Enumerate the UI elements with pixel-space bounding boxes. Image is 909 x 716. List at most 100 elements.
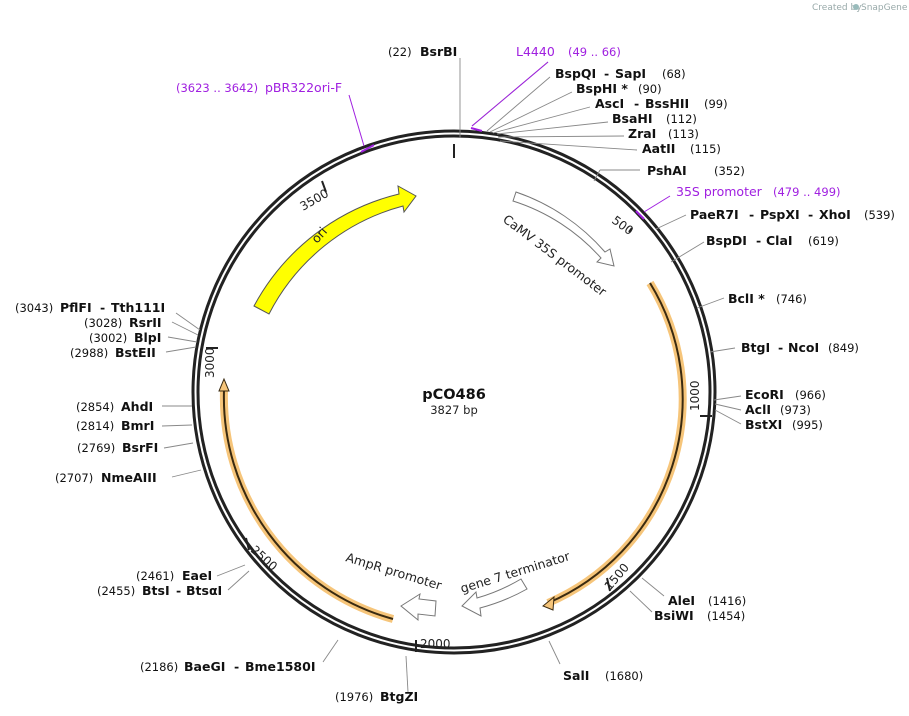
leader-ecori: [713, 395, 742, 401]
site-btgzi-name[interactable]: BtgZI: [380, 689, 418, 704]
site-nmeaiii-name[interactable]: NmeAIII: [101, 470, 157, 485]
site-rsrii-pos: (3028): [84, 316, 122, 330]
tick-label-1000: 1000: [688, 380, 702, 411]
primer-35s-label[interactable]: 35S promoter: [676, 184, 763, 199]
site-pshai-name[interactable]: PshAI: [647, 163, 687, 178]
site-baegi-name[interactable]: BaeGI: [184, 659, 225, 674]
snapgene-logo-icon: [853, 4, 859, 10]
leader-clai: [670, 241, 705, 263]
site-sapi-name[interactable]: SapI: [615, 66, 646, 81]
site-bsphi-name[interactable]: BspHI *: [576, 81, 628, 96]
site-baegi-pos: (2186): [140, 660, 178, 674]
site-bmri-pos: (2814): [76, 419, 114, 433]
site-btsalpha-name[interactable]: BtsαI: [186, 583, 222, 598]
site-bme1580i-dash: -: [234, 659, 239, 674]
site-aatii-name[interactable]: AatII: [642, 141, 675, 156]
tick-mark-2500: [245, 537, 250, 551]
site-bcli-pos: (746): [776, 292, 807, 306]
feature-orf-right-arrowhead-icon: [542, 595, 555, 611]
primer-l4440-range: (49 .. 66): [568, 45, 621, 59]
site-acli-name[interactable]: AclI: [745, 402, 771, 417]
site-eaei-name[interactable]: EaeI: [182, 568, 212, 583]
site-blpi-name[interactable]: BlpI: [134, 330, 161, 345]
tick-label-500: 500: [609, 213, 636, 238]
feature-orf-left-arrowhead-icon: [218, 377, 230, 392]
feature-ampr-prom-label: AmpR promoter: [344, 550, 444, 594]
site-btgi-name[interactable]: BtgI: [741, 340, 770, 355]
plasmid-name: pCO486: [422, 387, 486, 403]
site-asci-name[interactable]: AscI: [595, 96, 624, 111]
site-bsrfi-name[interactable]: BsrFI: [122, 440, 158, 455]
leader-zrai: [497, 135, 625, 138]
site-sali-name[interactable]: SalI: [563, 668, 589, 683]
leader-bspqi: [486, 76, 551, 132]
leader-ncoi: [709, 347, 736, 353]
feature-ampr-prom-arrow[interactable]: [400, 592, 437, 622]
site-btsi-name[interactable]: BtsI: [142, 583, 170, 598]
site-ecori-name[interactable]: EcoRI: [745, 387, 784, 402]
primer-pbr322-label[interactable]: pBR322ori-F: [265, 80, 342, 95]
primer-l4440-label[interactable]: L4440: [516, 44, 555, 59]
site-rsrii-name[interactable]: RsrII: [129, 315, 162, 330]
feature-camv-arrow[interactable]: [512, 191, 615, 267]
site-leaders: [161, 58, 742, 693]
site-bme1580i-name[interactable]: Bme1580I: [245, 659, 315, 674]
site-xhoi-pos: (539): [864, 208, 895, 222]
leader-eaei: [216, 564, 246, 577]
site-bsiwi-name[interactable]: BsiWI: [654, 608, 694, 623]
site-paer7i-name[interactable]: PaeR7I: [690, 207, 739, 222]
leader-btsi: [227, 570, 250, 591]
site-clai-pos: (619): [808, 234, 839, 248]
site-clai-name[interactable]: ClaI: [766, 233, 793, 248]
site-ncoi-name[interactable]: NcoI: [788, 340, 819, 355]
feature-gene7-arrow[interactable]: [461, 578, 528, 617]
site-bspdi-name[interactable]: BspDI: [706, 233, 747, 248]
site-pspxi-name[interactable]: PspXI: [760, 207, 800, 222]
tick-label-3500: 3500: [298, 186, 331, 213]
feature-ori-arrow[interactable]: [253, 185, 417, 315]
site-bmri-name[interactable]: BmrI: [121, 418, 154, 433]
feature-orf-left-arrow[interactable]: [219, 389, 395, 623]
site-xhoi-name[interactable]: XhoI: [819, 207, 851, 222]
leader-alei: [641, 577, 665, 597]
site-labels: (22) BsrBI BspQI - SapI (68) BspHI * (90…: [15, 44, 895, 704]
tick-mark-3500: [321, 180, 327, 193]
site-bsteii-name[interactable]: BstEII: [115, 345, 156, 360]
site-bsshii-name[interactable]: BssHII: [645, 96, 689, 111]
site-tth111i-name[interactable]: Tth111I: [111, 300, 165, 315]
site-btgzi-pos: (1976): [335, 690, 373, 704]
site-bstxi-name[interactable]: BstXI: [745, 417, 782, 432]
site-bspqi-name[interactable]: BspQI: [555, 66, 596, 81]
site-bsrbi-name[interactable]: BsrBI: [420, 44, 457, 59]
site-pflfi-pos: (3043): [15, 301, 53, 315]
site-ncoi-dash: -: [778, 340, 783, 355]
site-zrai-name[interactable]: ZraI: [628, 126, 656, 141]
site-ahdi-name[interactable]: AhdI: [121, 399, 153, 414]
feature-camv-label: CaMV 35S promoter: [500, 211, 610, 299]
site-bsphi-pos: (90): [638, 82, 662, 96]
leader-rsrii: [171, 321, 199, 336]
site-pflfi-name[interactable]: PflFI: [60, 300, 92, 315]
leader-sali: [548, 640, 561, 665]
site-bsrfi-pos: (2769): [77, 441, 115, 455]
leader-bsahi: [496, 121, 609, 135]
tick-label-2000: 2000: [420, 637, 451, 651]
leader-xhoi: [655, 214, 687, 230]
leader-asci: [492, 106, 591, 134]
leader-aatii: [499, 140, 638, 151]
site-bspqi-pos: (68): [662, 67, 686, 81]
leader-bcli: [696, 297, 725, 309]
plasmid-length: 3827 bp: [430, 403, 478, 417]
site-ncoi-pos: (849): [828, 341, 859, 355]
site-bcli-name[interactable]: BclI *: [728, 291, 765, 306]
site-tth111i-dash: -: [100, 300, 105, 315]
site-btsi-pos: (2455): [97, 584, 135, 598]
site-alei-name[interactable]: AleI: [668, 593, 695, 608]
site-ecori-pos: (966): [795, 388, 826, 402]
site-bsiwi-pos: (1454): [707, 609, 745, 623]
leader-pflfi: [175, 312, 201, 331]
leader-bsteii: [165, 346, 197, 353]
leader-btgzi: [405, 655, 409, 693]
primer-35s-line: [643, 195, 671, 213]
site-bsahi-name[interactable]: BsaHI: [612, 111, 653, 126]
